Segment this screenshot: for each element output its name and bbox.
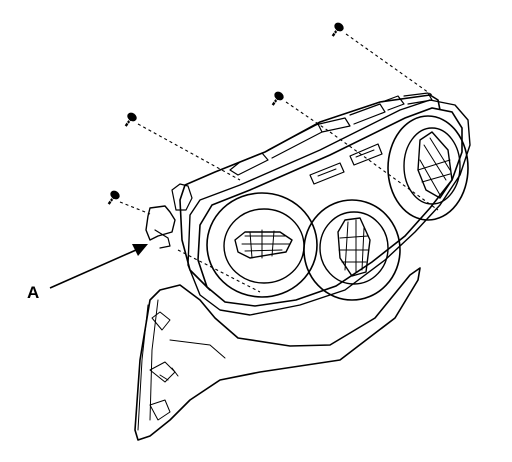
screw-icon — [107, 190, 120, 205]
callout-a: A — [27, 244, 148, 302]
screw-leader-lines — [119, 33, 439, 293]
arrowhead-icon — [132, 244, 148, 256]
callout-a-arrow-line — [49, 249, 137, 289]
right-knob[interactable] — [387, 115, 469, 221]
center-knob[interactable] — [303, 199, 401, 301]
lower-trim-panel — [134, 267, 421, 441]
screw-icon — [124, 112, 137, 127]
control-unit-housing — [145, 92, 471, 316]
callout-a-label: A — [27, 283, 39, 302]
screw-icon — [331, 22, 344, 37]
left-knob[interactable] — [206, 192, 318, 298]
screw-icon — [271, 91, 284, 106]
